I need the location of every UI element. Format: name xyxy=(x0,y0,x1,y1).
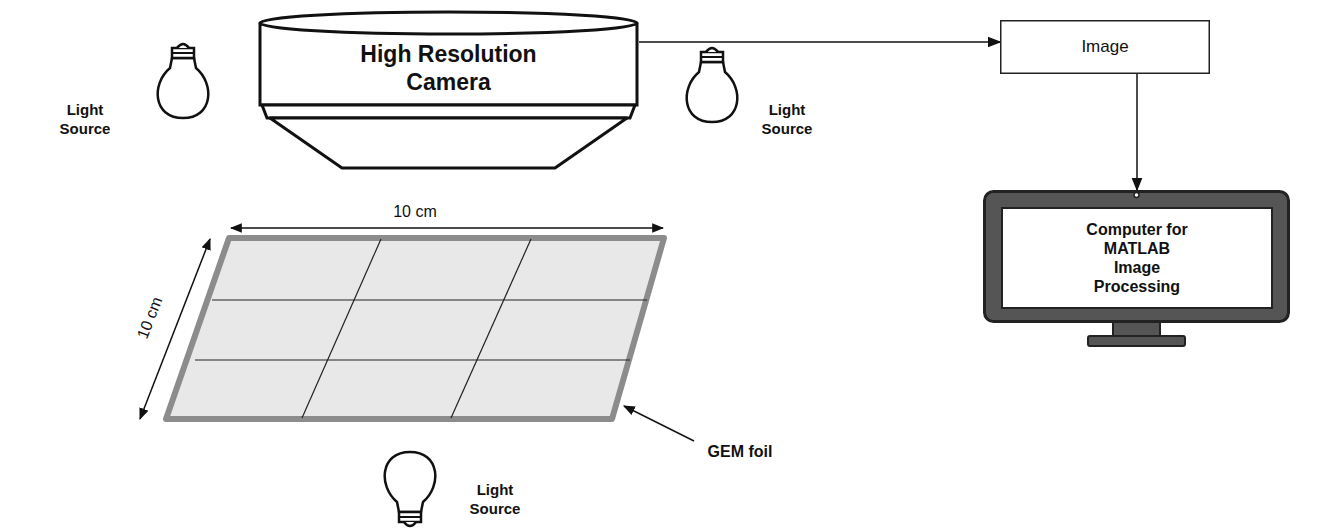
dimension-line xyxy=(231,227,663,229)
foil-grid-line xyxy=(195,359,630,360)
camera-top xyxy=(260,12,637,34)
camera-body xyxy=(260,24,637,105)
light-bulb xyxy=(687,48,738,122)
light-bulb xyxy=(158,44,209,118)
arrow-connector xyxy=(639,41,1000,43)
node-label: High Resolution Camera xyxy=(339,41,559,96)
camera-lens xyxy=(270,118,627,168)
dimension-label: 10 cm xyxy=(133,294,168,342)
camera-ring xyxy=(262,105,635,118)
dimension-label: 10 cm xyxy=(393,202,437,222)
box-outline xyxy=(1001,21,1210,74)
text-area: Computer for MATLAB Image Processing xyxy=(1002,208,1272,308)
node-label: Image xyxy=(1081,37,1128,57)
monitor-frame xyxy=(985,192,1289,322)
text-area: High Resolution Camera xyxy=(258,34,639,104)
foil-grid-line xyxy=(302,239,381,418)
light-source-label: Light Source xyxy=(50,101,120,139)
gem-foil xyxy=(166,238,664,419)
light-source-label: Light Source xyxy=(752,101,822,139)
leader-line xyxy=(624,406,694,441)
monitor-camera-dot xyxy=(1134,193,1139,198)
light-source-label: Light Source xyxy=(460,481,530,519)
arrow-connector xyxy=(1136,74,1138,190)
process-box: Image xyxy=(1000,20,1210,74)
part-label: GEM foil xyxy=(708,442,773,462)
node-label: Computer for MATLAB Image Processing xyxy=(1082,220,1192,297)
computer-node: Computer for MATLAB Image Processing xyxy=(983,190,1290,348)
monitor-screen xyxy=(1002,208,1272,308)
foil-grid-line xyxy=(212,299,647,300)
camera-node: High Resolution Camera xyxy=(258,10,639,170)
light-bulb xyxy=(385,452,436,526)
monitor-base xyxy=(1088,336,1185,346)
foil-grid-line xyxy=(451,239,531,418)
text-area: Image xyxy=(1000,20,1210,74)
